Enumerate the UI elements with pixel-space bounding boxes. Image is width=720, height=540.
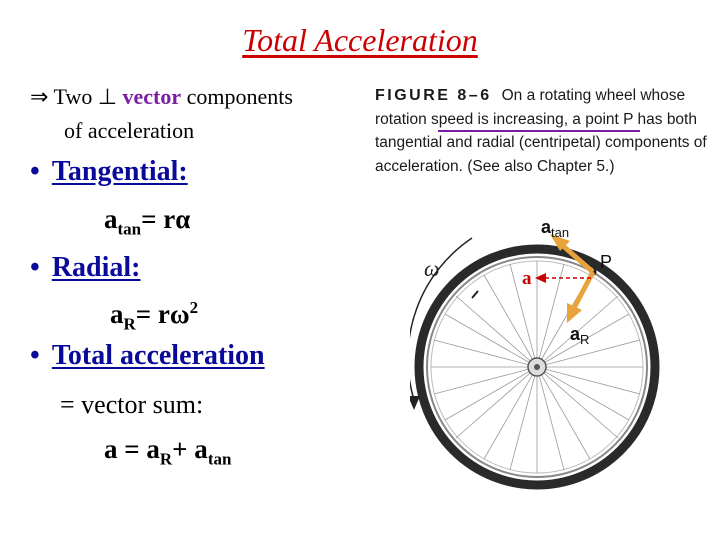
tangential-equation: atan= rα <box>104 204 191 239</box>
bullet-total: •Total acceleration <box>30 340 265 371</box>
a-tan-arrow <box>560 243 595 274</box>
bullet-tangential: •Tangential: <box>30 156 188 187</box>
a-r-label: aR <box>570 324 589 347</box>
caption-underline <box>438 130 640 132</box>
radial-equation: aR= rω2 <box>110 298 199 334</box>
bullet-radial: •Radial: <box>30 252 141 283</box>
caption-text: On a rotating wheel whose rotation speed… <box>375 87 707 175</box>
a-total-label: a <box>522 268 532 289</box>
a-tan-label: atan <box>541 217 569 240</box>
implies-symbol: ⇒ <box>30 84 49 109</box>
omega-label: ω <box>424 256 440 281</box>
intro-text: ⇒ Two ⊥ vector components of acceleratio… <box>30 84 293 143</box>
wheel-tire <box>414 244 660 490</box>
perpendicular-symbol: ⊥ <box>97 84 118 109</box>
page-title: Total Acceleration <box>242 22 478 58</box>
figure-number: FIGURE 8–6 <box>375 87 492 104</box>
total-line2: = vector sum: <box>60 390 204 419</box>
total-equation: a = aR+ atan <box>104 434 232 469</box>
valve <box>471 290 479 299</box>
rotating-wheel-figure: ω P atan aR a <box>410 217 660 490</box>
point-p-label: P <box>600 252 612 272</box>
rotation-arrow <box>410 237 473 401</box>
wheel-rim <box>426 256 648 478</box>
wheel-spokes <box>431 261 643 473</box>
vector-word: vector <box>122 84 182 109</box>
